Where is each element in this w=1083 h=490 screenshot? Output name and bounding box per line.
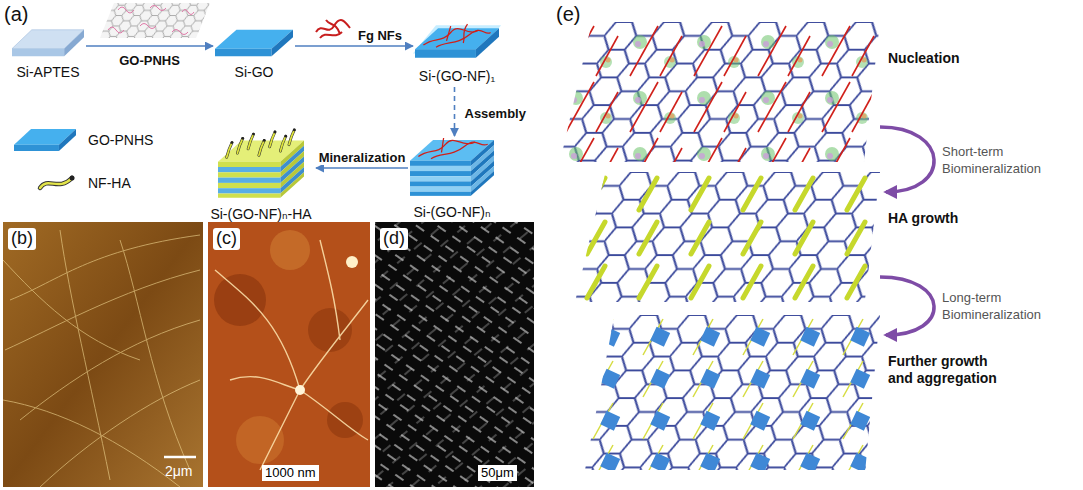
edge-label: Mineralization: [317, 150, 408, 165]
label-box: 2μm: [165, 462, 193, 480]
edge-label-box: Long-term Biomineralization: [942, 289, 1067, 323]
hexagon-lattice: [585, 315, 880, 470]
stage-label: Further growth and aggregation: [888, 353, 1006, 387]
substrate-node: Si-(GO-NF)ₙ-HA: [208, 132, 314, 223]
edge-label-box: Mineralization: [317, 148, 408, 166]
substrate-node: Si-(GO-NF)ₙ: [410, 138, 494, 221]
scale-bar-label: 2μm: [165, 463, 193, 480]
substrate-slab: [215, 26, 293, 60]
legend-label: NF-HA: [88, 175, 131, 191]
flow-arrow: [880, 277, 934, 335]
hexagon-lattice: [575, 172, 880, 302]
stage-label: HA growth: [888, 210, 958, 227]
stage-label-box: Further growth and aggregation: [888, 353, 1006, 387]
node-label-box: Si-(GO-NF)ₙ-HA: [208, 205, 314, 223]
flow-arrow: [295, 45, 413, 47]
edge-label: Assembly: [463, 106, 528, 121]
legend-swatch-box: [14, 126, 76, 154]
edge-label-box: Assembly: [463, 104, 528, 122]
node-label: Si-APTES: [16, 64, 79, 80]
edge-label-box: Short-term Biomineralization: [942, 143, 1067, 177]
panel-letter: (d): [380, 228, 408, 250]
scale-bar-label: 50μm: [478, 465, 517, 481]
node-label-box: Si-APTES: [12, 63, 84, 81]
legend-swatch: [14, 126, 76, 154]
substrate-slab: [12, 26, 84, 60]
legend-text-box: GO-PNHS: [88, 131, 153, 149]
stage-label: Nucleation: [888, 50, 960, 67]
flow-arrow: [316, 167, 408, 169]
label-box: (e): [556, 2, 580, 26]
scale-bar-label: 1000 nm: [262, 465, 319, 481]
edge-label-box: GO-PNHS: [117, 51, 182, 69]
go-sheet: [100, 3, 210, 38]
panel-letter: (e): [556, 2, 580, 26]
edge-label-box: Fg NFs: [356, 26, 404, 44]
flow-arrow: [880, 127, 934, 192]
node-label-box: Si-GO: [215, 63, 293, 81]
nf-ha-sample: [40, 176, 75, 189]
stage-label-box: Nucleation: [888, 50, 960, 67]
substrate-node: Si-(GO-NF)₁: [415, 22, 499, 85]
label-box: (d): [380, 228, 408, 250]
flow-arrow: [454, 87, 456, 136]
substrate-slab: [410, 138, 494, 200]
label-box: (c): [213, 228, 240, 250]
substrate-node: Si-GO: [215, 26, 293, 81]
substrate-slab: [415, 22, 499, 64]
hexagon-lattice: [560, 22, 880, 162]
lattice-sheet: HA growth: [575, 172, 880, 302]
panel-letter: (b): [8, 228, 36, 250]
lattice-sheet: Nucleation: [560, 22, 880, 162]
node-label-box: Si-(GO-NF)₁: [415, 67, 499, 85]
label-box: (b): [8, 228, 36, 250]
sem-image: [375, 222, 534, 487]
edge-label: Fg NFs: [356, 28, 404, 43]
node-label: Si-(GO-NF)₁: [419, 68, 495, 84]
legend-text-box: NF-HA: [88, 174, 131, 192]
stage-label-box: HA growth: [888, 210, 958, 227]
substrate-node: Si-APTES: [12, 26, 84, 81]
node-label: Si-(GO-NF)ₙ-HA: [210, 206, 311, 222]
legend-label: GO-PNHS: [88, 132, 153, 148]
edge-label: Long-term Biomineralization: [942, 289, 1067, 323]
fibrinogen-fibers: [316, 20, 350, 38]
afm-image: [208, 222, 370, 487]
edge-label: Short-term Biomineralization: [942, 143, 1067, 177]
node-label: Si-GO: [235, 64, 274, 80]
node-label-box: Si-(GO-NF)ₙ: [410, 203, 494, 221]
panel-letter: (a): [4, 2, 28, 26]
substrate-slab: [218, 132, 304, 202]
panel-letter: (c): [213, 228, 240, 250]
label-box: 1000 nm: [262, 463, 319, 481]
label-box: 50μm: [478, 463, 517, 481]
node-label: Si-(GO-NF)ₙ: [413, 204, 490, 220]
afm-image: [3, 222, 203, 487]
flow-arrow: [86, 45, 213, 47]
edge-label: GO-PNHS: [117, 53, 182, 68]
label-box: (a): [4, 2, 28, 26]
lattice-sheet: Further growth and aggregation: [585, 315, 880, 470]
